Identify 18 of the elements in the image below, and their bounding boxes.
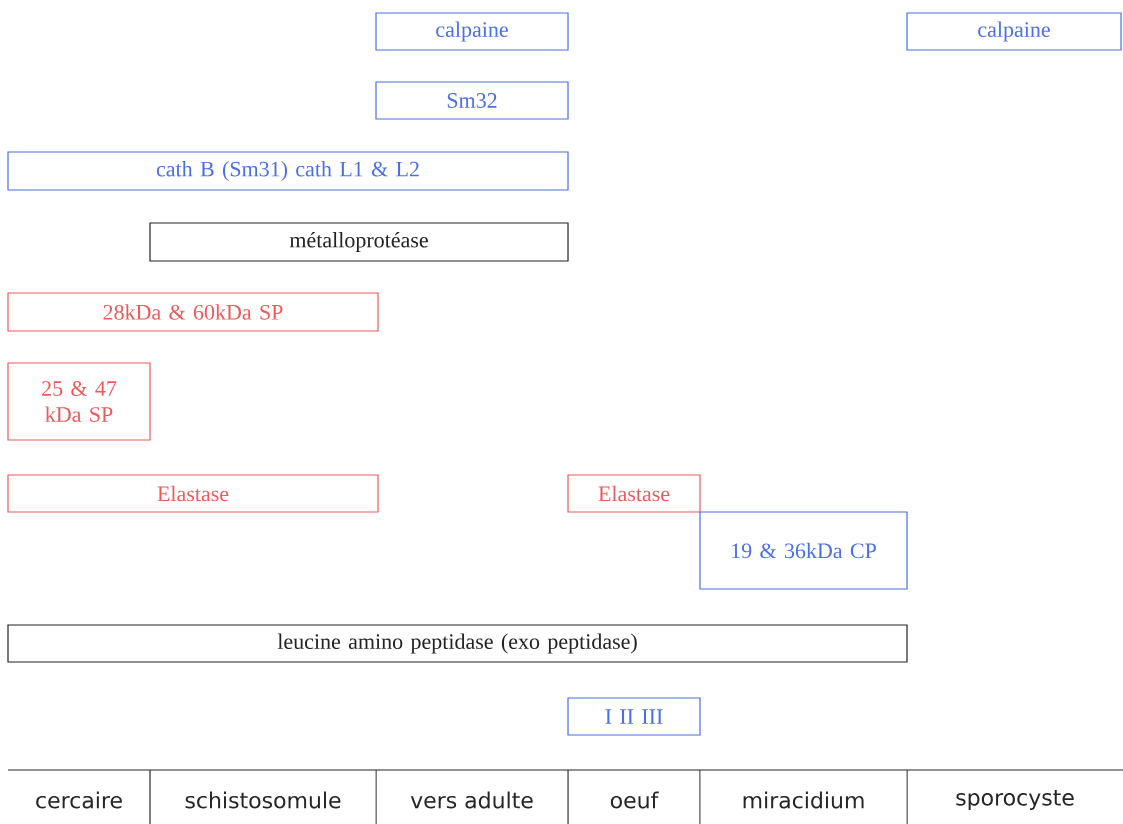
label-box: Elastase [7,474,379,513]
label-box: métalloprotéase [149,222,569,262]
label-box: 25 & 47 kDa SP [7,362,151,441]
label-box: calpaine [375,12,569,51]
label-box: Sm32 [375,81,569,120]
table-cell: miracidium [743,791,864,809]
label-box: I II III [567,697,701,736]
label-box: calpaine [906,12,1122,51]
label-box: leucine amino peptidase (exo peptidase) [7,624,908,663]
table-cell: oeuf [610,791,659,809]
table-cell: schistosomule [185,791,341,809]
table-cell: vers adulte [410,791,533,809]
label-box: cath B (Sm31) cath L1 & L2 [7,151,569,191]
label-box: Elastase [567,474,701,513]
table-cell: cercaire [36,791,122,809]
table-cell: sporocyste [956,790,1074,811]
label-box: 19 & 36kDa CP [699,511,908,590]
label-box: 28kDa & 60kDa SP [7,292,379,332]
